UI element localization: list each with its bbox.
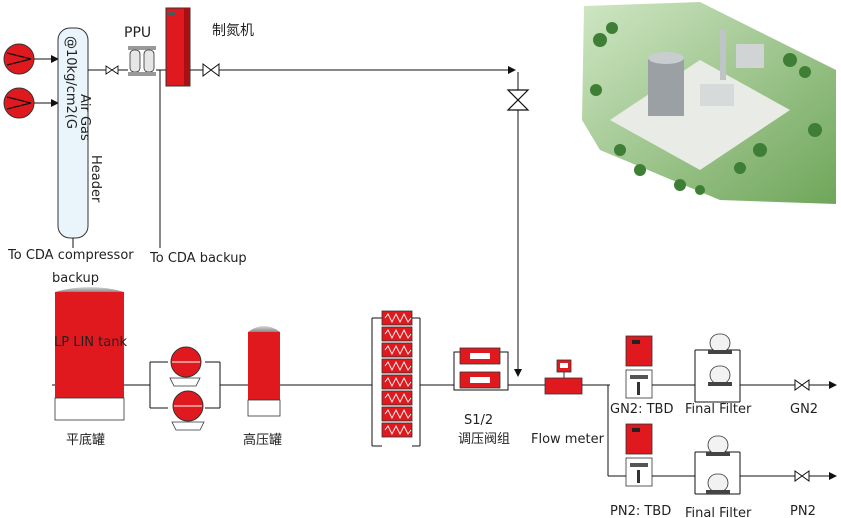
pump-icon	[169, 346, 202, 387]
filter-icon	[708, 333, 732, 354]
pn2-label: PN2	[790, 504, 816, 518]
lp-lin-tank	[54, 287, 125, 421]
heat-exchanger-icon	[381, 374, 413, 390]
valve-icon	[506, 89, 530, 111]
ppu-label: PPU	[124, 25, 151, 41]
heat-exchanger-icon	[381, 422, 413, 438]
regulator-valve-2	[459, 371, 501, 389]
gn2-tbd-label: GN2: TBD	[610, 402, 673, 417]
pump-icon	[171, 390, 205, 431]
heat-exchanger-icon	[381, 406, 413, 422]
heat-exchanger-icon	[381, 326, 413, 342]
regulator-valve-1	[459, 347, 501, 365]
regulator-group-label: 调压阀组	[458, 432, 510, 447]
high-pressure-tank-label: 高压罐	[243, 432, 282, 448]
ppu-dryer	[128, 46, 156, 76]
air-compressor-1	[3, 43, 59, 75]
valve-icon	[105, 65, 119, 75]
check-valve-icon	[794, 470, 810, 482]
heat-exchanger-icon	[381, 310, 413, 326]
valve-icon	[202, 63, 220, 77]
header-pressure-label: @10kg/cm2(G	[63, 36, 78, 129]
nitrogen-generator	[165, 7, 191, 87]
to-cda-compressor-label: To CDA compressor	[7, 248, 134, 263]
filter-icon	[706, 435, 730, 456]
lp-lin-tank-label: LP LIN tank	[54, 335, 127, 350]
air-header: @10kg/cm2(G Air Gas Header	[57, 27, 103, 239]
heat-exchanger-icons	[381, 310, 413, 438]
final-filter-pn2-label: Final Filter	[685, 506, 752, 518]
filter-icon	[706, 473, 730, 494]
gn2-label: GN2	[790, 402, 818, 417]
heat-exchanger-bank	[371, 317, 421, 447]
s12-label: S1/2	[464, 413, 493, 428]
header-gas-label: Air Gas	[77, 94, 92, 141]
to-cda-backup-label: To CDA backup	[149, 251, 247, 266]
backup-label: backup	[52, 271, 99, 286]
flow-meter-label: Flow meter	[531, 432, 605, 447]
air-compressor-2	[3, 87, 59, 119]
check-valve-icon	[794, 379, 810, 391]
heat-exchanger-icon	[381, 342, 413, 358]
header-name-label: Header	[88, 155, 103, 203]
pn2-tbd-label: PN2: TBD	[610, 504, 671, 518]
pn2-purifier	[625, 423, 653, 487]
nitrogen-generator-label: 制氮机	[212, 23, 254, 39]
heat-exchanger-icon	[381, 390, 413, 406]
filter-icon	[708, 365, 732, 386]
heat-exchanger-icon	[381, 358, 413, 374]
flat-tank-label: 平底罐	[66, 432, 105, 448]
gn2-purifier	[625, 335, 653, 399]
plant-aerial-image	[582, 2, 836, 204]
high-pressure-tank	[247, 326, 281, 417]
final-filter-gn2-label: Final Filter	[685, 402, 752, 417]
flow-meter-icon	[544, 359, 583, 395]
